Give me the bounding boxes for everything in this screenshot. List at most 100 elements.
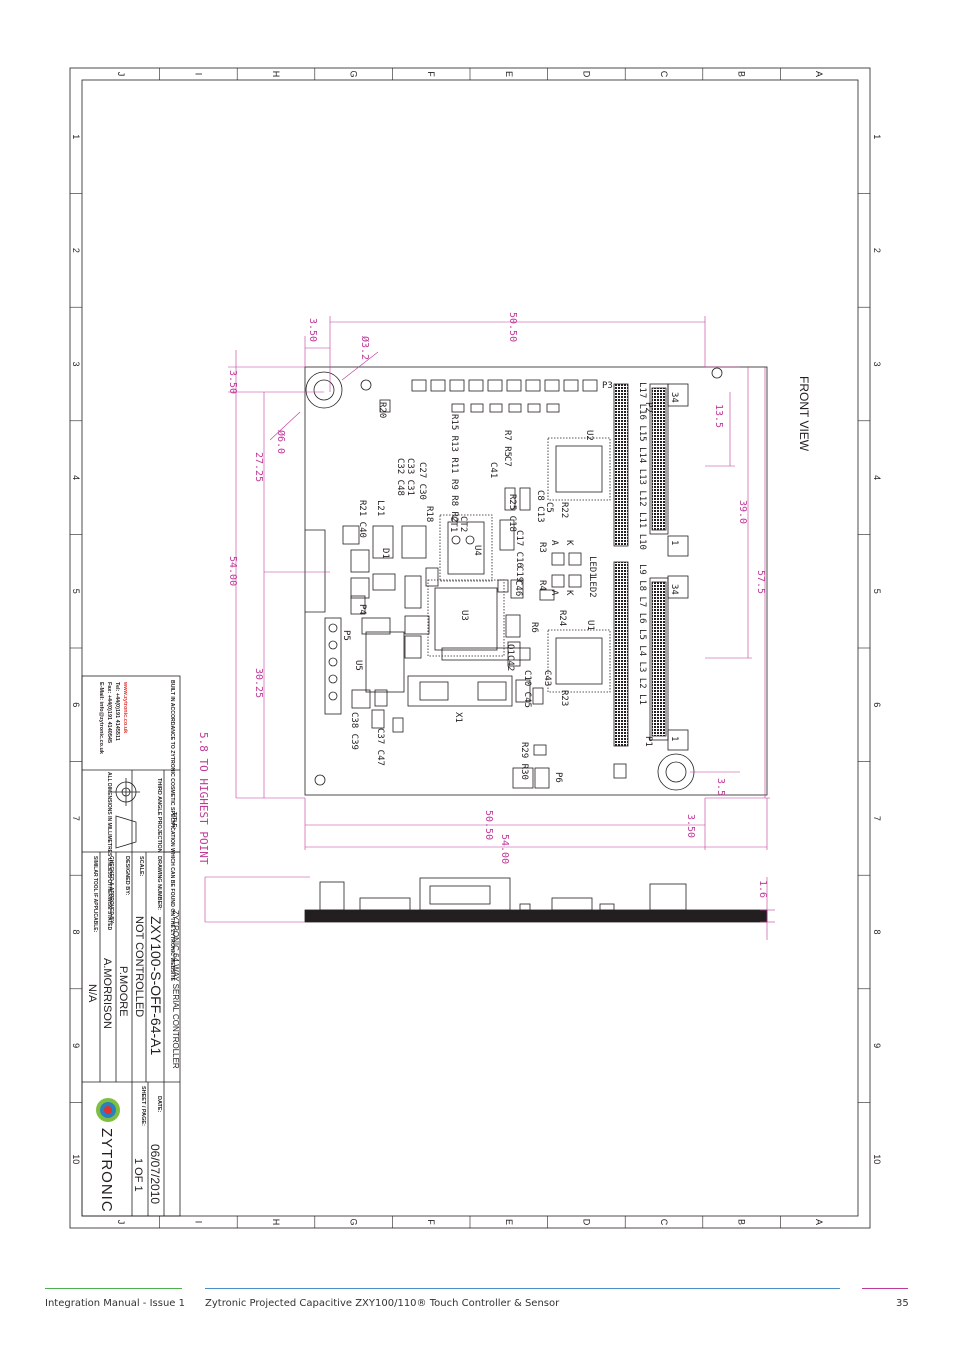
pin1a-label: 1 bbox=[669, 540, 679, 545]
r-row-label: R15 R13 R11 R9 R8 R2 bbox=[449, 414, 459, 522]
l21-label: L21 bbox=[375, 500, 385, 516]
c32-c48-label: C32 C48 bbox=[395, 458, 405, 496]
grid-number-left: 4 bbox=[71, 475, 81, 480]
c41-label: C41 bbox=[488, 462, 498, 478]
tb-scale-label: SCALE: bbox=[138, 856, 144, 877]
footer-product-title: Zytronic Projected Capacitive ZXY100/110… bbox=[205, 1298, 560, 1309]
tb-fax: Fax: +44(0)191 4140545 bbox=[106, 682, 112, 743]
a1-label: A bbox=[549, 540, 559, 546]
dim-1-6: 1.6 bbox=[757, 880, 768, 898]
k1-label: K bbox=[564, 540, 574, 546]
dim-57-5: 57.5 bbox=[755, 570, 766, 594]
tb-sheet-label: SHEET / PAGE: bbox=[140, 1086, 146, 1126]
pin1b-label: 1 bbox=[669, 736, 679, 741]
dim-54-00-left: 54.00 bbox=[227, 556, 238, 586]
tb-dims-note: ALL DIMENSIONS IN MILLIMETRES UNLESS OTH… bbox=[106, 772, 112, 931]
c10-c45-label: C10 C45 bbox=[522, 670, 532, 708]
tb-email: E-Mail: info@zytronic.co.uk bbox=[98, 682, 104, 755]
dim-phi-3-2: Ø3.2 bbox=[359, 336, 371, 360]
r18-label: R18 bbox=[424, 506, 434, 522]
dim-3-50-top: 3.50 bbox=[307, 318, 318, 342]
tb-projection: THIRD ANGLE PROJECTION bbox=[156, 778, 162, 853]
tb-approved-label: CHECKED & APPROVED BY: bbox=[108, 856, 114, 925]
footer-rule-center bbox=[205, 1288, 840, 1289]
grid-tick-marks bbox=[70, 68, 870, 1228]
title-block bbox=[81, 675, 181, 1217]
dim-13-5: 13.5 bbox=[713, 404, 724, 428]
grid-number-left: 8 bbox=[71, 929, 81, 934]
grid-letter-top: H bbox=[271, 71, 281, 78]
dim-54-00-bottom: 54.00 bbox=[499, 834, 510, 864]
footer-page-number: 35 bbox=[896, 1298, 909, 1309]
c19-label: C19 bbox=[514, 566, 524, 582]
tb-approved-value: A.MORRISON bbox=[101, 958, 113, 1029]
tb-similar-label: SIMILAR TOOL IF APPLICABLE: bbox=[92, 856, 98, 933]
grid-number-right: 9 bbox=[872, 1043, 882, 1048]
dim-50-50-bottom: 50.50 bbox=[483, 810, 494, 840]
r6-label: R6 bbox=[529, 622, 539, 633]
grid-letter-bottom: D bbox=[581, 1219, 591, 1226]
grid-letter-bottom: F bbox=[426, 1219, 436, 1225]
pin34a-label: 34 bbox=[669, 392, 679, 403]
r7-r5-label: R7 R5 bbox=[502, 430, 512, 457]
grid-number-left: 5 bbox=[71, 589, 81, 594]
footer-manual-title: Integration Manual - Issue 1 bbox=[45, 1298, 185, 1309]
dim-phi-6-0: Ø6.0 bbox=[275, 430, 287, 454]
front-view-label: FRONT VIEW bbox=[797, 376, 811, 452]
l-pad-columns bbox=[613, 383, 629, 747]
resistor-pads bbox=[379, 399, 560, 413]
grid-number-right: 7 bbox=[872, 816, 882, 821]
grid-number-right: 4 bbox=[872, 475, 882, 480]
dim-30-25: 30.25 bbox=[253, 668, 264, 698]
p3-label: P3 bbox=[602, 381, 613, 391]
grid-number-right: 8 bbox=[872, 929, 882, 934]
tb-drawing-number-label: DRAWING NUMBER: bbox=[156, 856, 162, 910]
r21-c40-label: R21 C40 bbox=[357, 500, 367, 538]
q1-label: Q1 bbox=[505, 644, 515, 655]
tb-title-value: ZYTRONIC 64 WAY SERIAL CONTROLLER bbox=[171, 910, 180, 1069]
p4-label: P4 bbox=[357, 604, 367, 615]
pcb-front-view: P3 P2 P1 L17 L16 L15 L14 L13 L12 L11 L10… bbox=[304, 366, 768, 796]
grid-letter-bottom: E bbox=[504, 1219, 514, 1225]
grid-number-left: 9 bbox=[71, 1043, 81, 1048]
tb-website[interactable]: www.zytronic.co.uk bbox=[122, 681, 128, 734]
dim-39-0: 39.0 bbox=[737, 500, 748, 524]
dim-3-50-bottom: 3.50 bbox=[685, 814, 696, 838]
p2-label: P2 bbox=[643, 402, 653, 413]
grid-number-right: 6 bbox=[872, 702, 882, 707]
c8-c13-label: C8 C13 bbox=[535, 490, 545, 523]
pcb-side-view bbox=[304, 877, 768, 923]
c37-c47-label: C37 C47 bbox=[375, 728, 385, 766]
u3-label: U3 bbox=[459, 610, 469, 621]
ffc-connectors bbox=[649, 383, 689, 751]
r4-label: R4 bbox=[537, 580, 547, 591]
r25-c18-label: R25 C18 bbox=[507, 494, 517, 532]
grid-number-left: 10 bbox=[71, 1154, 81, 1164]
grid-number-left: 2 bbox=[71, 248, 81, 253]
tb-title-label: TITLE: bbox=[171, 812, 177, 829]
u4-label: U4 bbox=[472, 545, 482, 556]
l-bot-row-label: L9 L8 L7 L6 L5 L4 L3 L2 L1 bbox=[637, 564, 647, 705]
grid-number-left: 1 bbox=[71, 134, 81, 139]
u3-chip bbox=[434, 587, 498, 651]
pcb-outline bbox=[304, 366, 768, 796]
grid-number-right: 1 bbox=[872, 134, 882, 139]
grid-letter-bottom: I bbox=[193, 1221, 203, 1224]
grid-number-right: 10 bbox=[872, 1154, 882, 1164]
grid-letter-top: D bbox=[581, 71, 591, 78]
u1-chip bbox=[555, 637, 603, 685]
ct2-label: CT2 bbox=[458, 516, 468, 532]
l-top-row-label: L17 L16 L15 L14 L13 L12 L11 L10 bbox=[637, 382, 647, 550]
grid-number-left: 3 bbox=[71, 361, 81, 366]
tb-date-value: 06/07/2010 bbox=[148, 1144, 162, 1204]
u2-label: U2 bbox=[584, 430, 594, 441]
grid-letter-top: E bbox=[504, 71, 514, 77]
r29-r30-label: R29 R30 bbox=[519, 742, 529, 780]
tb-scale-value: NOT CONTROLLED bbox=[133, 916, 145, 1017]
grid-number-left: 7 bbox=[71, 816, 81, 821]
tb-tel: Tel: +44(0)191 4145511 bbox=[114, 682, 120, 741]
c42-label: C42 bbox=[505, 655, 515, 671]
tb-designed-value: P.MOORE bbox=[117, 966, 129, 1017]
k2-label: K bbox=[564, 590, 574, 596]
